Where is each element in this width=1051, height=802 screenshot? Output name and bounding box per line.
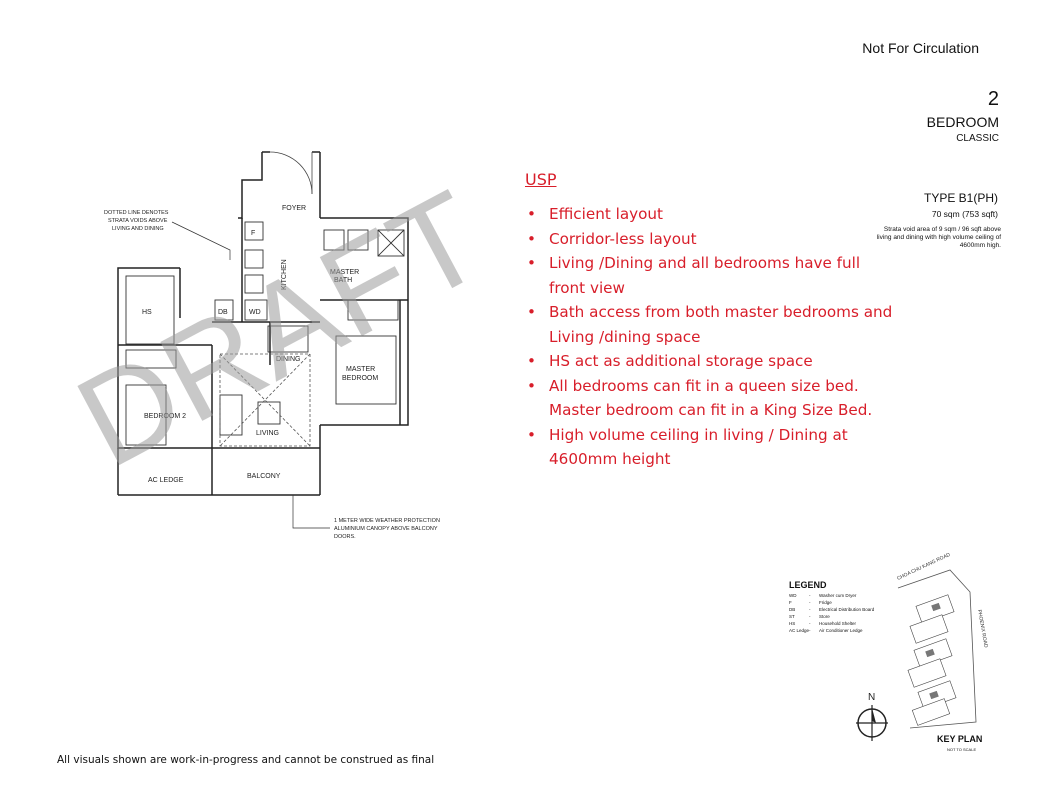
legend-row: ST-Store	[789, 614, 830, 619]
note-canopy-line-2: ALUMINIUM CANOPY ABOVE BALCONY	[334, 526, 438, 532]
legend-key: ST	[789, 614, 795, 619]
note-canopy-line-3: DOORS.	[334, 534, 356, 540]
legend-key: AC Ledge	[789, 628, 810, 633]
legend-key: DB	[789, 607, 796, 612]
room-label-master-bedroom-2: BEDROOM	[342, 375, 378, 382]
legend-desc: Air Conditioner Ledge	[819, 628, 863, 633]
draft-watermark: DRAFT	[70, 162, 506, 494]
legend-desc: Store	[819, 614, 830, 619]
circulation-note: Not For Circulation	[862, 40, 979, 56]
north-arrow-icon: N	[856, 692, 888, 741]
legend-list: WD-Washer cum Dryer F-Fridge DB-Electric…	[789, 592, 874, 634]
usp-item: Corridor-less layout	[525, 227, 895, 252]
unit-bedroom-label: BEDROOM	[926, 114, 999, 130]
room-label-ac-ledge: AC LEDGE	[148, 477, 184, 484]
legend-row: HS-Household Shelter	[789, 621, 857, 626]
room-label-fridge: F	[251, 230, 255, 237]
legend-row: AC Ledge-Air Conditioner Ledge	[789, 628, 863, 633]
legend-desc: Household Shelter	[819, 621, 857, 626]
legend-row: WD-Washer cum Dryer	[789, 593, 857, 598]
room-label-kitchen: KITCHEN	[281, 259, 288, 290]
road-label-right: PHOENIX ROAD	[976, 609, 989, 648]
note-strata-line-3: LIVING AND DINING	[112, 226, 164, 232]
key-plan-title: KEY PLAN	[937, 734, 983, 744]
legend-desc: Electrical Distribution Board	[819, 607, 875, 612]
usp-item: Bath access from both master bedrooms an…	[525, 300, 895, 349]
usp-item: High volume ceiling in living / Dining a…	[525, 423, 895, 472]
key-plan-subtitle: NOT TO SCALE	[947, 747, 977, 752]
legend-key: HS	[789, 621, 796, 626]
legend-row: F-Fridge	[789, 600, 832, 605]
room-label-db: DB	[218, 309, 228, 316]
legend-desc: Washer cum Dryer	[819, 593, 857, 598]
key-plan: CHOA CHU KANG ROAD PHOENIX ROAD	[896, 552, 989, 729]
legend-desc: Fridge	[819, 600, 832, 605]
legend-title: LEGEND	[789, 580, 827, 590]
usp-title: USP	[525, 170, 557, 189]
room-label-foyer: FOYER	[282, 205, 306, 212]
usp-item: HS act as additional storage space	[525, 349, 895, 374]
room-label-balcony: BALCONY	[247, 473, 281, 480]
legend-key: WD	[789, 593, 797, 598]
draft-watermark-text: DRAFT	[70, 162, 506, 494]
room-label-dining: DINING	[276, 356, 301, 363]
footer-disclaimer: All visuals shown are work-in-progress a…	[57, 754, 435, 766]
note-strata-line-2: STRATA VOIDS ABOVE	[108, 218, 168, 224]
usp-item: Living /Dining and all bedrooms have ful…	[525, 251, 895, 300]
legend-row: DB-Electrical Distribution Board	[789, 607, 875, 612]
room-label-master-bedroom-1: MASTER	[346, 366, 375, 373]
floor-plan: FOYER KITCHEN MASTER BATH HS DB WD F DIN…	[104, 151, 440, 540]
unit-type: TYPE B1(PH)	[923, 191, 998, 205]
north-label: N	[868, 692, 875, 703]
room-label-master-bath-2: BATH	[334, 277, 352, 284]
room-label-bedroom-2: BEDROOM 2	[144, 413, 186, 420]
unit-class-label: CLASSIC	[956, 133, 999, 144]
road-label-top: CHOA CHU KANG ROAD	[896, 552, 951, 582]
legend-key: F	[789, 600, 792, 605]
usp-item: Efficient layout	[525, 202, 895, 227]
strata-void-note: Strata void area of 9 sqm / 96 sqft abov…	[876, 226, 1001, 250]
room-label-master-bath-1: MASTER	[330, 269, 359, 276]
usp-item: All bedrooms can fit in a queen size bed…	[525, 374, 895, 423]
room-label-wd: WD	[249, 309, 261, 316]
unit-bedroom-count: 2	[987, 88, 999, 110]
unit-area: 70 sqm (753 sqft)	[931, 209, 998, 219]
note-strata-line-1: DOTTED LINE DENOTES	[104, 210, 169, 216]
room-label-hs: HS	[142, 309, 152, 316]
room-label-living: LIVING	[256, 430, 279, 437]
usp-list: Efficient layout Corridor-less layout Li…	[525, 202, 895, 472]
note-canopy-line-1: 1 METER WIDE WEATHER PROTECTION	[334, 518, 440, 524]
